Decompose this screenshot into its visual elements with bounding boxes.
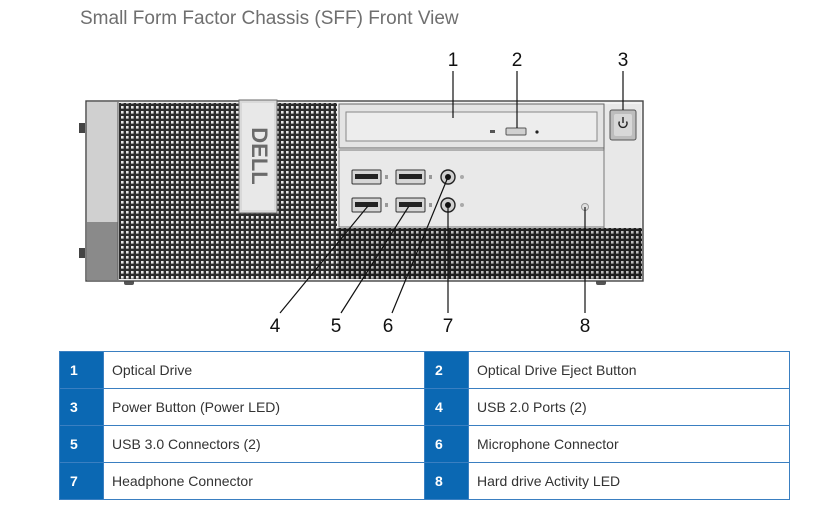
usb-icon [385, 175, 432, 207]
front-io-panel [338, 149, 605, 228]
chassis-body [79, 100, 644, 285]
legend-label: USB 3.0 Connectors (2) [103, 425, 425, 463]
callout-6: 6 [383, 316, 394, 337]
table-row: 3 Power Button (Power LED) 4 USB 2.0 Por… [59, 388, 790, 426]
legend-number: 7 [59, 462, 104, 500]
legend-number: 5 [59, 425, 104, 463]
table-row: 7 Headphone Connector 8 Hard drive Activ… [59, 462, 790, 500]
usb-3-port-bottom-left[interactable] [351, 197, 382, 213]
legend-table: 1 Optical Drive 2 Optical Drive Eject Bu… [59, 351, 790, 500]
legend-label: Hard drive Activity LED [468, 462, 790, 500]
callout-2: 2 [512, 50, 523, 71]
callout-lines [279, 71, 624, 314]
legend-label: Optical Drive Eject Button [468, 351, 790, 389]
legend-label: Headphone Connector [103, 462, 425, 500]
legend-number: 6 [424, 425, 469, 463]
usb-3-port-bottom-right[interactable] [395, 197, 426, 213]
svg-text:DELL: DELL [247, 127, 272, 184]
optical-drive [338, 103, 605, 149]
chassis-diagram: DELL [79, 50, 644, 337]
front-vent-grille [119, 103, 337, 279]
callout-8: 8 [580, 316, 591, 337]
legend-label: USB 2.0 Ports (2) [468, 388, 790, 426]
legend-label: Optical Drive [103, 351, 425, 389]
callout-1: 1 [448, 50, 459, 71]
legend-number: 8 [424, 462, 469, 500]
callout-4: 4 [270, 316, 281, 337]
table-row: 1 Optical Drive 2 Optical Drive Eject Bu… [59, 351, 790, 389]
usb-2-port-top-left[interactable] [351, 169, 382, 185]
dell-logo: DELL [238, 99, 278, 214]
legend-number: 3 [59, 388, 104, 426]
headphone-icon [460, 175, 464, 179]
lower-vent-grille [337, 228, 642, 279]
power-icon [618, 117, 628, 129]
page-title: Small Form Factor Chassis (SFF) Front Vi… [80, 8, 459, 29]
callout-7: 7 [443, 316, 454, 337]
power-button[interactable] [609, 109, 637, 141]
table-row: 5 USB 3.0 Connectors (2) 6 Microphone Co… [59, 425, 790, 463]
legend-label: Microphone Connector [468, 425, 790, 463]
callout-3: 3 [618, 50, 629, 71]
optical-drive-eject-button[interactable] [505, 127, 527, 136]
legend-number: 1 [59, 351, 104, 389]
legend-label: Power Button (Power LED) [103, 388, 425, 426]
usb-2-port-top-right[interactable] [395, 169, 426, 185]
legend-number: 4 [424, 388, 469, 426]
callout-5: 5 [331, 316, 342, 337]
microphone-icon [460, 203, 464, 207]
legend-number: 2 [424, 351, 469, 389]
